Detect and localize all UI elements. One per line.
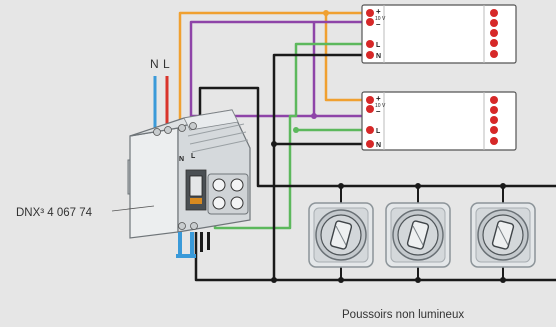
junction-dot: [500, 183, 506, 189]
wire-orange-plus: [178, 11, 362, 128]
terminal-label-minus: –: [376, 20, 381, 29]
device-terminal-line: L: [191, 153, 196, 160]
terminal-label-neutral: N: [376, 142, 381, 149]
device-knob: [212, 196, 226, 210]
junction-dot: [415, 277, 421, 283]
terminal-screw: [366, 96, 374, 104]
junction-dot: [500, 277, 506, 283]
terminal-label-line: L: [376, 128, 381, 135]
pushbuttons: [308, 202, 536, 268]
dnx-circuit-breaker: N L: [127, 109, 251, 258]
device-knob: [230, 178, 244, 192]
terminal-screw: [366, 105, 374, 113]
output-screw: [490, 29, 498, 37]
device-reference: DNX³ 4 067 74: [16, 207, 93, 219]
output-screw: [490, 96, 498, 104]
label-line: L: [163, 57, 170, 71]
pushbutton-3: [470, 202, 536, 268]
device-screw: [164, 126, 172, 134]
output-screw: [490, 39, 498, 47]
junction-dot: [338, 277, 344, 283]
junction-dot: [293, 127, 299, 133]
junction-dot: [271, 141, 277, 147]
wire-black-neutral-modules: [272, 53, 362, 280]
wire-junctions: [271, 10, 506, 283]
wire-black-bottom-rail: [194, 232, 556, 282]
device-ref-leader: [111, 205, 155, 212]
junction-dot: [311, 113, 317, 119]
pushbutton-2: [385, 202, 451, 268]
dimmer-module-2: + 10 V – L N: [361, 91, 517, 151]
device-knob: [212, 178, 226, 192]
junction-dot: [415, 183, 421, 189]
terminal-label-plus: +: [376, 94, 381, 103]
output-screw: [490, 137, 498, 145]
output-screw: [490, 50, 498, 58]
junction-dot: [271, 277, 277, 283]
terminal-label-plus: +: [376, 7, 381, 16]
device-screw: [178, 124, 186, 132]
terminal-screw: [366, 51, 374, 59]
output-screw: [490, 106, 498, 114]
terminal-label-line: L: [376, 42, 381, 49]
junction-dot: [338, 183, 344, 189]
caption: Poussoirs non lumineux: [342, 309, 464, 321]
device-screw: [189, 122, 197, 130]
device-screw: [190, 222, 198, 230]
wire-purple-minus: [189, 20, 362, 128]
label-neutral: N: [150, 57, 159, 71]
output-screw: [490, 126, 498, 134]
terminal-screw: [366, 40, 374, 48]
device-knob: [230, 196, 244, 210]
terminal-screw: [366, 126, 374, 134]
terminal-screw: [366, 18, 374, 26]
output-screw: [490, 19, 498, 27]
terminal-label-neutral: N: [376, 53, 381, 60]
terminal-label-voltage: 10 V: [375, 16, 386, 22]
terminal-screw: [366, 140, 374, 148]
device-screw: [153, 128, 161, 136]
wire-orange-plus-branch: [324, 13, 362, 102]
terminal-screw: [366, 9, 374, 17]
output-screw: [490, 116, 498, 124]
output-screw: [490, 9, 498, 17]
dimmer-module-1: + 10 V – L N: [361, 4, 517, 64]
terminal-label-voltage: 10 V: [375, 103, 386, 109]
wire-green-line: [213, 42, 362, 230]
terminal-label-minus: –: [376, 107, 381, 116]
junction-dot: [323, 10, 329, 16]
wire-black-device-loop: [198, 86, 556, 188]
device-screw: [178, 222, 186, 230]
device-terminal-neutral: N: [179, 156, 184, 163]
pushbutton-1: [308, 202, 374, 268]
